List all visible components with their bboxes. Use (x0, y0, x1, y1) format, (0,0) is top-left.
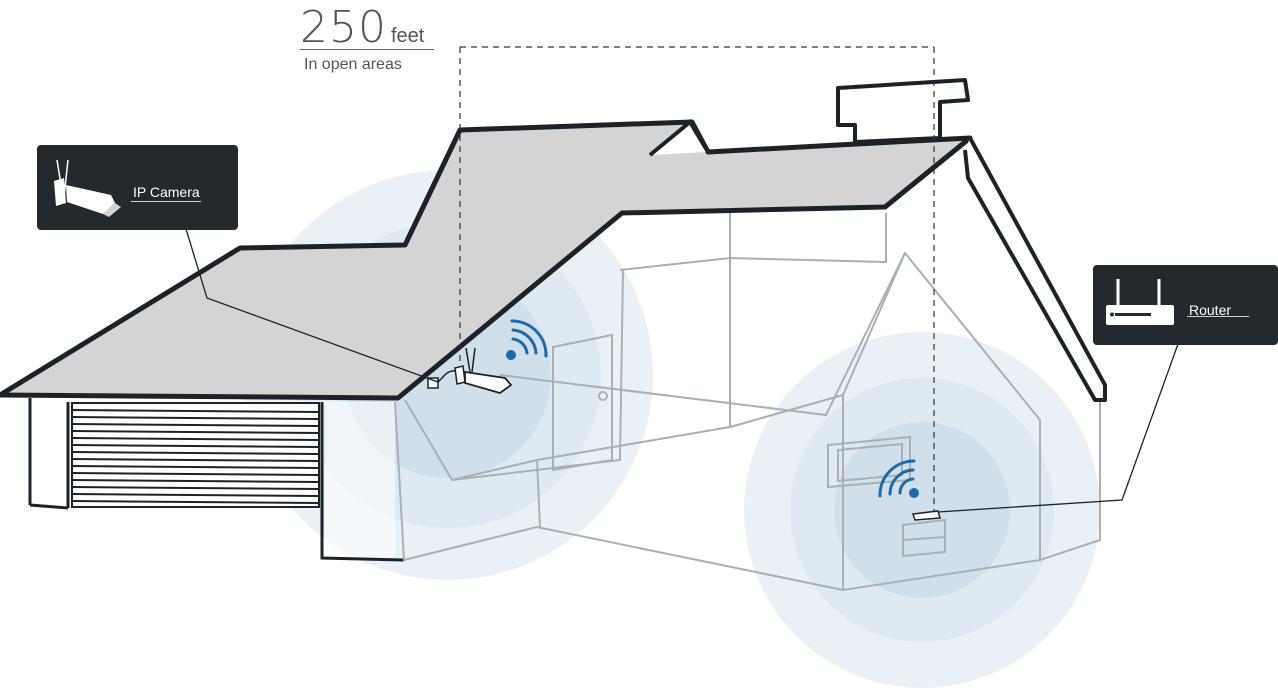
garage-door-slat (71, 472, 320, 476)
garage-door-slat (71, 479, 320, 483)
router-wifi-signal-icon (878, 459, 919, 498)
house-walls (394, 213, 1101, 592)
range-distance: 250 (300, 2, 387, 53)
camera-callout-label: IP Camera (133, 184, 200, 200)
garage-door-slat (71, 444, 320, 448)
garage-door-slat (71, 486, 320, 490)
garage-door-slat (71, 416, 320, 420)
camera-icon (54, 159, 121, 217)
router-device (911, 510, 941, 521)
leader-lines (185, 228, 1179, 513)
router-callout: Router (1093, 265, 1278, 345)
range-divider (300, 49, 434, 50)
garage-door-slat (71, 493, 320, 497)
roof (0, 78, 1107, 402)
range-guide (459, 46, 935, 512)
router-coverage-zone (744, 332, 1100, 688)
garage-door-slat (71, 423, 320, 427)
garage-door-slat (71, 458, 320, 462)
camera-callout: IP Camera (37, 145, 238, 230)
router-callout-label: Router (1189, 302, 1232, 318)
camera-wifi-signal-icon (506, 319, 548, 360)
garage-door-slat (71, 500, 320, 504)
garage-door-slat (71, 451, 320, 455)
garage-door-slat (71, 409, 320, 413)
camera-device (427, 347, 513, 394)
range-unit: feet (390, 25, 425, 47)
camera-callout-underline (131, 201, 201, 202)
router-callout-underline (1187, 316, 1249, 317)
range-condition: In open areas (304, 56, 402, 73)
garage (28, 398, 405, 562)
garage-door-slat (71, 465, 320, 469)
router-icon (1106, 279, 1174, 325)
garage-door-slat (71, 437, 320, 441)
garage-door-slat (71, 430, 320, 434)
